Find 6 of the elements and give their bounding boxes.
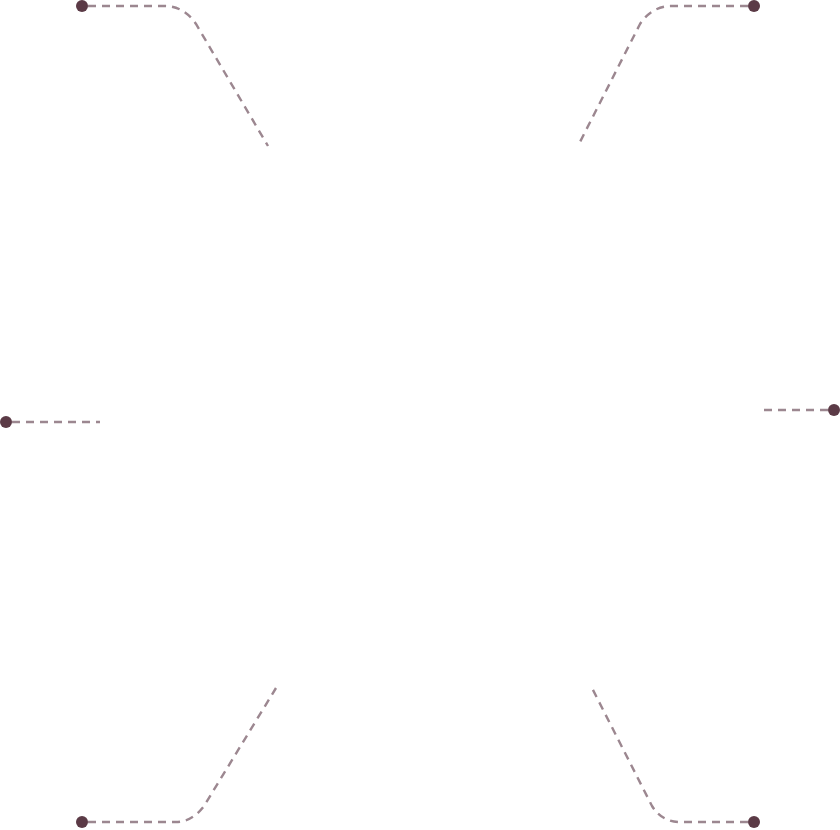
leader-line [88, 4, 270, 147]
leader-line [590, 687, 748, 824]
leader-line [88, 687, 278, 824]
leader-line [578, 4, 748, 143]
leader-line [758, 408, 828, 412]
leader-line [12, 420, 100, 424]
